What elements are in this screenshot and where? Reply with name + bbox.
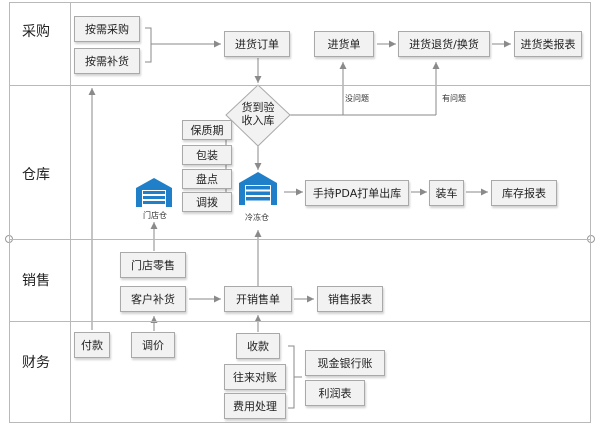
warehouse-icon — [136, 178, 172, 207]
payment-box: 付款 — [74, 332, 110, 358]
cash-bank-box: 现金银行账 — [305, 350, 385, 376]
packaging-box: 包装 — [182, 145, 232, 165]
cold-warehouse-label: 冷冻仓 — [245, 213, 269, 222]
sales-order-box: 开销售单 — [224, 286, 292, 312]
bracket-purchase — [145, 27, 160, 63]
lane-warehouse-label: 仓库 — [22, 167, 50, 183]
lane-finance-label: 财务 — [22, 355, 50, 371]
store-retail-box: 门店零售 — [120, 252, 186, 278]
lane-divider-3 — [9, 321, 591, 322]
edge-label-has-problem: 有问题 — [442, 94, 466, 103]
swimlane-frame — [9, 2, 591, 423]
expense-box: 费用处理 — [224, 393, 286, 419]
reconciliation-box: 往来对账 — [224, 364, 286, 390]
bracket-finance — [288, 345, 302, 409]
purchase-reports-box: 进货类报表 — [514, 31, 582, 57]
sales-report-box: 销售报表 — [317, 286, 383, 312]
stocktake-box: 盘点 — [182, 169, 232, 189]
receive-check-line2: 收入库 — [241, 114, 275, 127]
profit-statement-box: 利润表 — [305, 380, 365, 406]
lane-divider-2 — [9, 239, 591, 240]
pda-outbound-box: 手持PDA打单出库 — [305, 180, 409, 206]
customer-restock-box: 客户补货 — [120, 286, 186, 312]
inbound-order-box: 进货单 — [314, 31, 374, 57]
lane-divider-column — [9, 2, 71, 423]
transfer-box: 调拨 — [182, 192, 232, 212]
on-demand-restock-box: 按需补货 — [74, 48, 140, 74]
warehouse-icon — [239, 172, 277, 205]
edge-label-no-problem: 没问题 — [345, 94, 369, 103]
price-adjust-box: 调价 — [131, 332, 175, 358]
lane-purchase-label: 采购 — [22, 24, 50, 40]
lane-divider-1 — [9, 85, 591, 86]
shelf-life-box: 保质期 — [182, 120, 232, 140]
lane-sales-label: 销售 — [22, 273, 50, 289]
return-exchange-box: 进货退货/换货 — [398, 31, 490, 57]
purchase-order-box: 进货订单 — [224, 31, 290, 57]
on-demand-purchase-box: 按需采购 — [74, 16, 140, 42]
receive-check-diamond — [225, 84, 291, 147]
loading-box: 装车 — [429, 180, 464, 206]
inventory-report-box: 库存报表 — [491, 180, 557, 206]
store-warehouse-label: 门店仓 — [143, 211, 167, 220]
receive-check-line1: 货到验 — [241, 101, 275, 114]
collection-box: 收款 — [236, 333, 280, 359]
